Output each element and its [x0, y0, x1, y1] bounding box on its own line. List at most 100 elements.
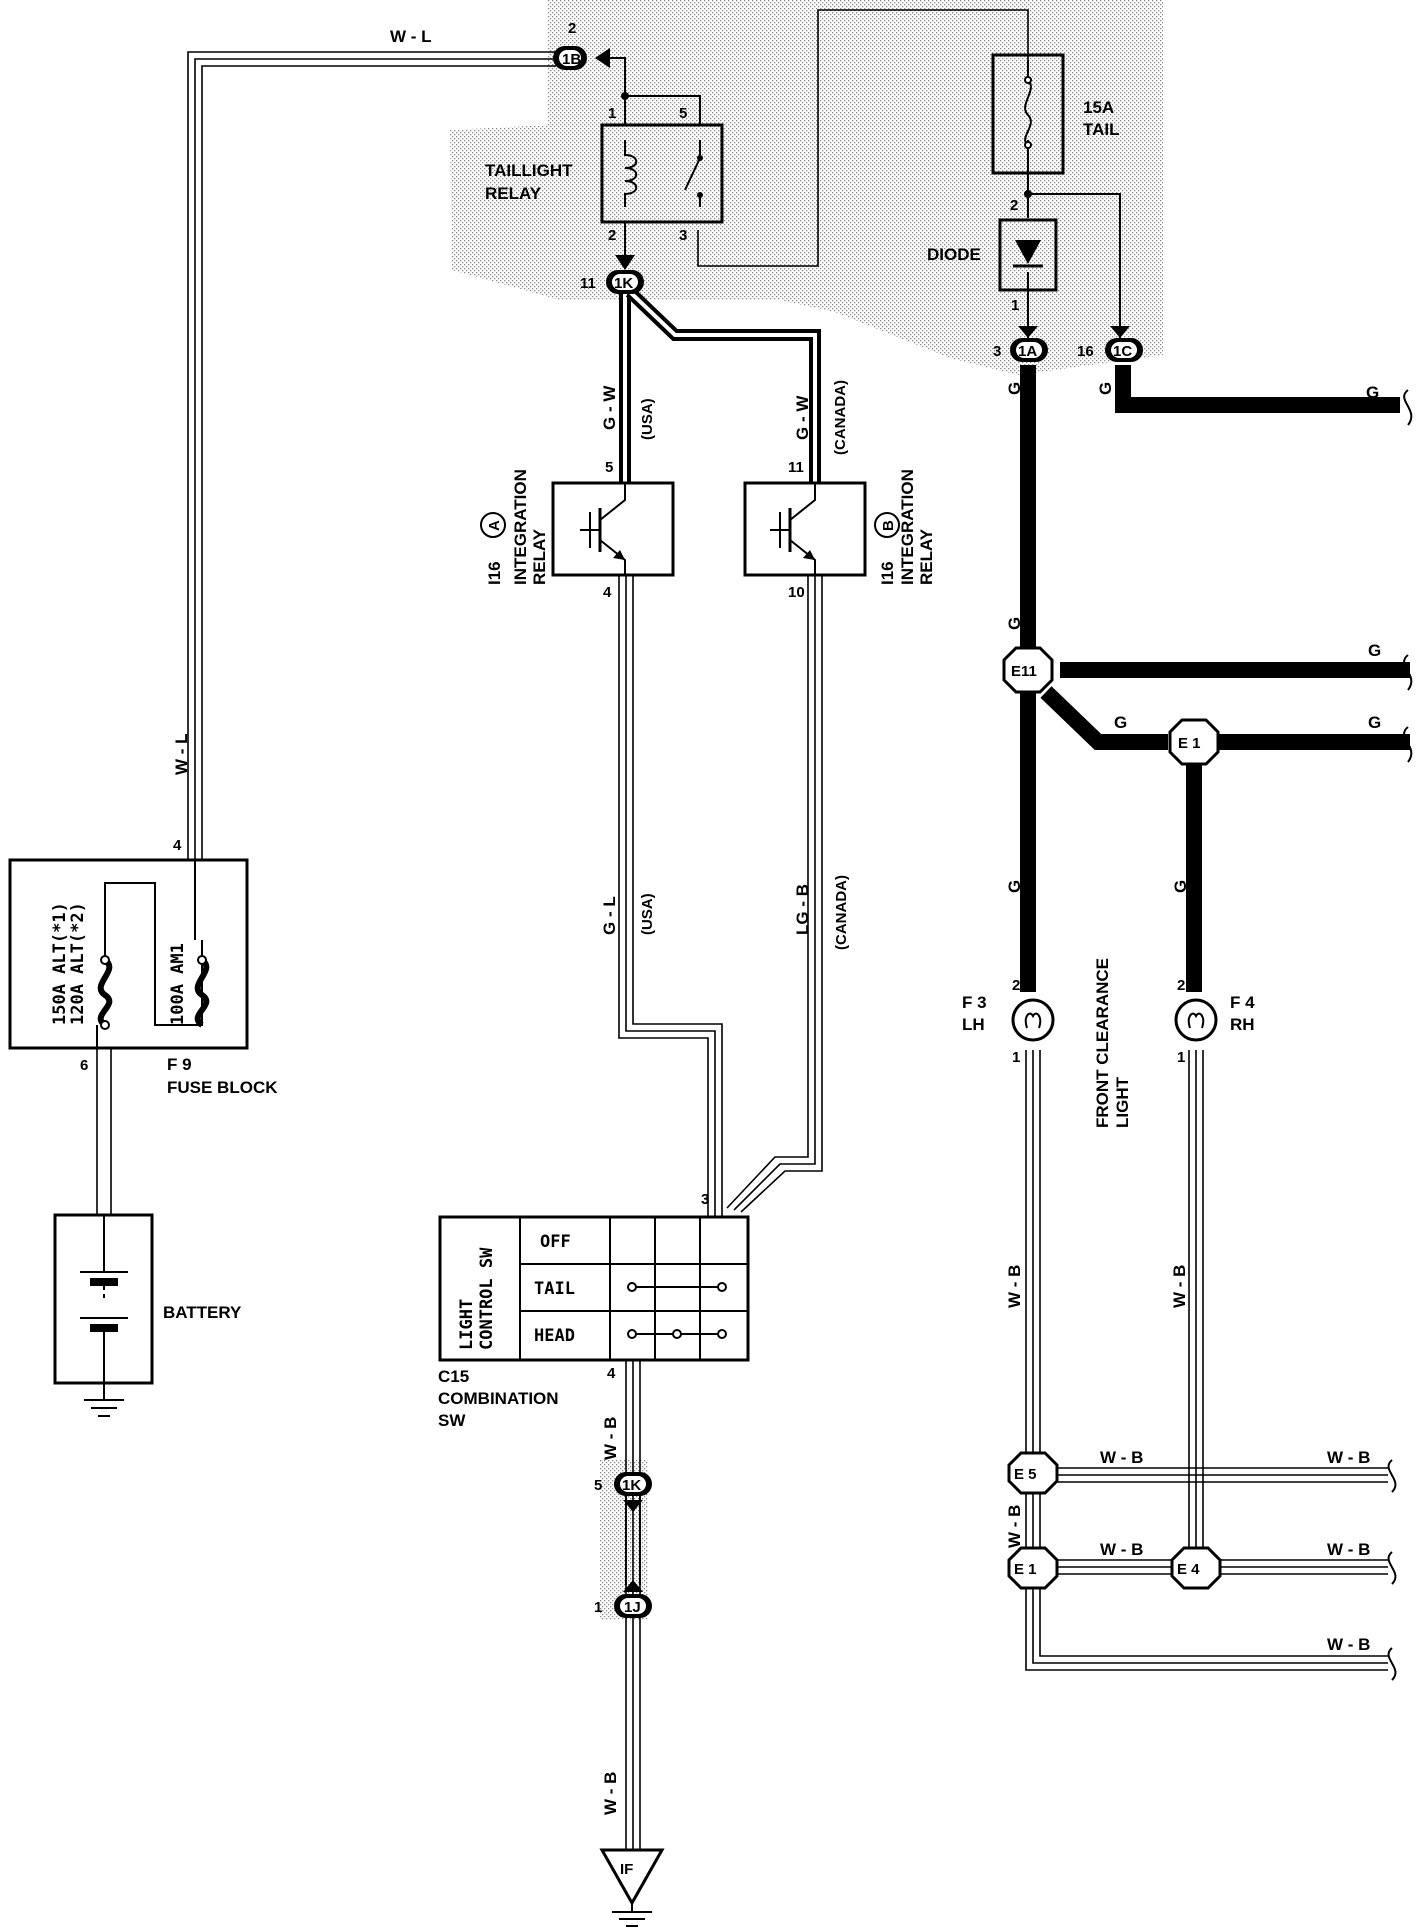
svg-text:10: 10 — [788, 584, 805, 601]
svg-text:1C: 1C — [1113, 343, 1132, 360]
svg-text:E 4: E 4 — [1177, 1561, 1200, 1578]
svg-text:11: 11 — [580, 275, 596, 292]
svg-text:RELAY: RELAY — [917, 528, 936, 585]
svg-text:CONTROL SW: CONTROL SW — [477, 1247, 497, 1350]
svg-text:1: 1 — [1177, 1049, 1185, 1066]
svg-text:2: 2 — [608, 227, 616, 244]
wire-g-l-usa — [618, 575, 709, 1217]
wire-lg-b-canada — [726, 575, 809, 1209]
svg-text:G: G — [1368, 641, 1381, 660]
thin-wires — [96, 9, 1388, 1850]
svg-text:E 1: E 1 — [1014, 1561, 1037, 1578]
svg-text:W - B: W - B — [601, 1772, 620, 1815]
svg-text:1: 1 — [1011, 297, 1019, 314]
relay-label-line1: TAILLIGHT — [485, 161, 573, 180]
svg-text:G: G — [1366, 383, 1379, 402]
svg-text:(CANADA): (CANADA) — [832, 380, 849, 455]
svg-text:SW: SW — [438, 1411, 466, 1430]
svg-text:I16: I16 — [485, 561, 504, 585]
wire-w-b-bottom — [1025, 1588, 1388, 1671]
svg-text:W - B: W - B — [1327, 1635, 1370, 1654]
svg-text:G - W: G - W — [793, 395, 812, 440]
svg-text:W - L: W - L — [172, 733, 191, 775]
svg-text:INTEGRATION: INTEGRATION — [898, 469, 917, 585]
svg-text:1B: 1B — [562, 51, 581, 68]
connector-1c: 1C 16 — [1077, 326, 1143, 362]
svg-text:G: G — [1171, 880, 1190, 893]
svg-text:11: 11 — [788, 459, 804, 476]
wire-g-e11-e1 — [1040, 686, 1168, 750]
taillight-relay: TAILLIGHT RELAY 1 5 2 3 — [485, 92, 724, 244]
svg-text:3: 3 — [993, 343, 1001, 360]
svg-text:1J: 1J — [624, 1599, 641, 1616]
svg-text:1: 1 — [1012, 1049, 1020, 1066]
junction-e1-upper: E 1 — [1168, 718, 1220, 766]
svg-text:B: B — [880, 520, 897, 531]
diode-label: DIODE — [927, 245, 981, 264]
svg-text:W - B: W - B — [1100, 1540, 1143, 1559]
svg-text:16: 16 — [1077, 343, 1094, 360]
battery-ground-icon — [84, 1392, 124, 1417]
svg-text:5: 5 — [679, 105, 687, 122]
svg-text:2: 2 — [568, 20, 576, 37]
fuse-block-f9: 150A ALT(*1) 120A ALT(*2) 100A AM1 4 6 F… — [8, 837, 278, 1097]
svg-text:G: G — [1368, 713, 1381, 732]
svg-text:INTEGRATION: INTEGRATION — [511, 469, 530, 585]
battery: BATTERY — [53, 1213, 242, 1400]
svg-text:W - B: W - B — [1170, 1265, 1189, 1308]
svg-text:4: 4 — [607, 1365, 616, 1382]
wire-relay-to-fuse — [697, 9, 1029, 267]
diode: DIODE 1 — [927, 218, 1058, 314]
svg-text:W - B: W - B — [1327, 1540, 1370, 1559]
svg-text:2: 2 — [1012, 977, 1020, 994]
svg-text:1: 1 — [608, 105, 616, 122]
svg-text:3: 3 — [679, 227, 687, 244]
svg-text:LH: LH — [962, 1015, 985, 1034]
svg-text:(USA): (USA) — [639, 893, 656, 935]
svg-text:1: 1 — [594, 1599, 602, 1616]
sw-row-head: HEAD — [534, 1326, 575, 1346]
svg-text:LIGHT: LIGHT — [1113, 1076, 1132, 1128]
svg-text:IF: IF — [620, 1861, 633, 1878]
combination-switch-c15: LIGHT CONTROL SW OFF TAIL HEAD 3 4 C15 C… — [438, 1191, 750, 1430]
wire-g-1c — [1115, 365, 1400, 413]
svg-text:(USA): (USA) — [639, 398, 656, 440]
svg-text:6: 6 — [80, 1057, 88, 1074]
svg-text:COMBINATION: COMBINATION — [438, 1389, 559, 1408]
wire-labels: W - L W - L G - W (USA) G - W (CANADA) G… — [172, 27, 1381, 1815]
svg-text:1K: 1K — [622, 1477, 641, 1494]
svg-text:(CANADA): (CANADA) — [833, 875, 850, 950]
front-clearance-light-rh: 2 1 F 4 RH — [1174, 977, 1255, 1066]
thick-outlined-wires — [619, 287, 821, 483]
svg-text:G: G — [1005, 617, 1024, 630]
svg-text:4: 4 — [603, 584, 612, 601]
junction-e11: E11 — [1002, 646, 1054, 694]
sw-row-off: OFF — [540, 1232, 571, 1252]
svg-text:W - B: W - B — [1327, 1448, 1370, 1467]
svg-text:100A AM1: 100A AM1 — [168, 943, 188, 1025]
junction-e4: E 4 — [1170, 1546, 1222, 1590]
wire-w-l — [187, 51, 556, 860]
svg-text:3: 3 — [701, 1191, 709, 1208]
svg-text:LG - B: LG - B — [793, 884, 812, 935]
svg-text:G - W: G - W — [600, 385, 619, 430]
svg-text:2: 2 — [1010, 197, 1018, 214]
wire-end-marks — [1387, 389, 1413, 1681]
svg-text:F 3: F 3 — [962, 993, 987, 1012]
connector-1j: 1J 1 — [594, 1594, 652, 1618]
svg-text:FUSE BLOCK: FUSE BLOCK — [167, 1078, 278, 1097]
relay-label-line2: RELAY — [485, 184, 542, 203]
svg-text:C15: C15 — [438, 1367, 469, 1386]
svg-text:G: G — [1114, 713, 1127, 732]
connector-1a: 1A 3 — [993, 326, 1048, 362]
svg-text:W - B: W - B — [1005, 1505, 1024, 1548]
svg-text:1A: 1A — [1018, 343, 1037, 360]
svg-text:150A ALT(*1): 150A ALT(*1) — [50, 902, 70, 1025]
svg-text:RH: RH — [1230, 1015, 1255, 1034]
svg-text:5: 5 — [594, 1477, 602, 1494]
connector-1k-bottom: 1K 5 — [594, 1472, 652, 1592]
svg-text:120A ALT(*2): 120A ALT(*2) — [68, 902, 88, 1025]
svg-text:F 9: F 9 — [167, 1055, 192, 1074]
svg-text:RELAY: RELAY — [530, 528, 549, 585]
fuse-label-line1: 15A — [1083, 98, 1114, 117]
